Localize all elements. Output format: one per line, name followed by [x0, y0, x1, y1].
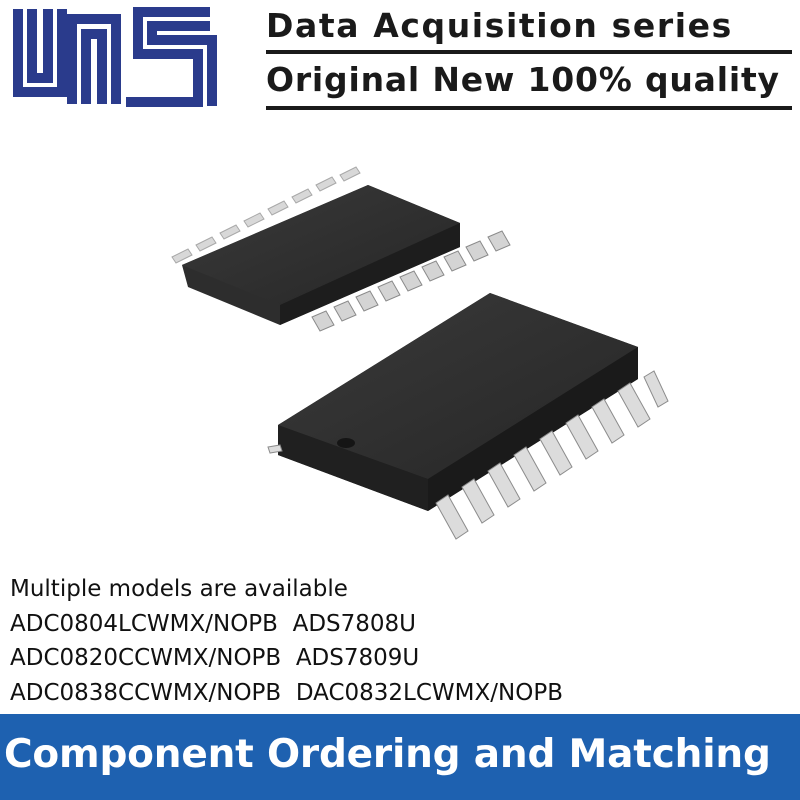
- ic-chip-soic-package-icon: [171, 166, 669, 540]
- header-divider: [266, 50, 792, 54]
- quality-tagline: Original New 100% quality: [266, 60, 780, 99]
- ordering-banner: Component Ordering and Matching: [0, 714, 800, 800]
- banner-text: Component Ordering and Matching: [4, 732, 771, 777]
- models-intro: Multiple models are available: [10, 576, 348, 602]
- series-title: Data Acquisition series: [266, 6, 733, 45]
- header-divider: [266, 106, 792, 110]
- model-row: ADC0820CCWMX/NOPB ADS7809U: [10, 645, 420, 671]
- model-row: ADC0804LCWMX/NOPB ADS7808U: [10, 610, 416, 637]
- uns-logo-icon: [13, 7, 217, 107]
- model-row: ADC0838CCWMX/NOPB DAC0832LCWMX/NOPB: [10, 679, 563, 706]
- models-list: Multiple models are available ADC0804LCW…: [10, 572, 563, 710]
